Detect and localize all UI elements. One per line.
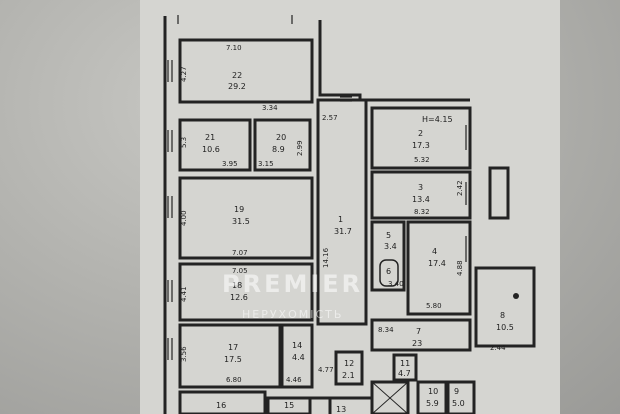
room-number: 11 (400, 359, 410, 368)
room-number: 12 (344, 359, 354, 368)
room-number: 19 (234, 205, 244, 214)
room-number: 4 (432, 247, 437, 256)
room-number: 17 (228, 343, 238, 352)
room-area: 4.7 (398, 369, 411, 378)
stair-hatch (371, 381, 409, 414)
dimension-label: 2.57 (322, 114, 338, 122)
dimension-label: 2.99 (296, 140, 304, 156)
room-area: 5.0 (452, 399, 465, 408)
room-area: 12.6 (230, 293, 248, 302)
room-number: 18 (232, 281, 242, 290)
watermark-subtitle: НЕРУХОМІСТЬ (242, 308, 343, 321)
dimension-label: 5.32 (414, 156, 430, 164)
dimension-label: 8.32 (414, 208, 430, 216)
fixture-icon (513, 293, 519, 299)
room-area: 17.3 (412, 141, 430, 150)
room-number: 1 (338, 215, 343, 224)
watermark: PREMIER НЕРУХОМІСТЬ (222, 270, 363, 321)
dimension-label: 5.80 (426, 302, 442, 310)
dimension-label: 3.95 (222, 160, 238, 168)
room-number: 9 (454, 387, 459, 396)
room-number: 14 (292, 341, 302, 350)
room-area: 5.9 (426, 399, 439, 408)
dimension-label: 5.3 (180, 137, 188, 148)
dimension-label: 7.05 (232, 267, 248, 275)
bathtub-icon (379, 259, 399, 287)
room-numbers: 22 21 20 19 18 17 16 15 14 13 12 11 10 9… (205, 71, 505, 414)
room-number: 5 (386, 231, 391, 240)
walls (163, 16, 536, 414)
dimension-label: 14.16 (322, 247, 330, 268)
room-number: 13 (336, 405, 346, 414)
dimension-label: 3.40 (388, 280, 404, 288)
room-number: 21 (205, 133, 215, 142)
room-area: 3.4 (384, 242, 397, 251)
dimension-label: 3.34 (262, 104, 278, 112)
windows (167, 15, 471, 360)
room-number: 16 (216, 401, 226, 410)
room-area: 13.4 (412, 195, 430, 204)
dimension-label: 4.46 (286, 376, 302, 384)
dimension-label: 3.15 (258, 160, 274, 168)
dimension-label: 4.41 (180, 286, 188, 302)
dimension-label: 4.27 (180, 66, 188, 82)
room-number: 20 (276, 133, 286, 142)
room-area: 31.7 (334, 227, 352, 236)
room-number: 2 (418, 129, 423, 138)
room-area: 4.4 (292, 353, 305, 362)
room-area: 29.2 (228, 82, 246, 91)
room-number: 6 (386, 267, 391, 276)
dimension-label: 4.77 (318, 366, 334, 374)
room-area: 31.5 (232, 217, 250, 226)
dimension-label: 8.34 (378, 326, 394, 334)
dimension-labels: 7.10 4.27 3.34 2.57 5.3 3.95 3.15 2.99 4… (180, 44, 506, 384)
room-area: 2.1 (342, 371, 355, 380)
room-area: 8.9 (272, 145, 285, 154)
room-areas: 29.2 10.6 8.9 31.5 12.6 17.5 4.4 2.1 4.7… (202, 82, 514, 408)
room-number: 10 (428, 387, 438, 396)
dimension-label: 2.44 (490, 344, 506, 352)
room-number: 22 (232, 71, 242, 80)
dimension-label: 2.42 (456, 180, 464, 196)
room-area: 10.5 (496, 323, 514, 332)
room-number: 3 (418, 183, 423, 192)
dimension-label: 7.07 (232, 249, 248, 257)
room-number: 15 (284, 401, 294, 410)
dimension-label: 6.80 (226, 376, 242, 384)
dimension-label: 4.00 (180, 210, 188, 226)
room-area: 17.5 (224, 355, 242, 364)
dimension-label: 3.56 (180, 346, 188, 362)
ceiling-height-label: H=4.15 (422, 115, 453, 124)
dimension-label: 7.10 (226, 44, 242, 52)
room-number: 7 (416, 327, 421, 336)
watermark-brand: PREMIER (222, 270, 363, 298)
dimension-label: 4.88 (456, 260, 464, 276)
room-area: 17.4 (428, 259, 446, 268)
room-area: 23 (412, 339, 422, 348)
room-area: 10.6 (202, 145, 220, 154)
room-number: 8 (500, 311, 505, 320)
